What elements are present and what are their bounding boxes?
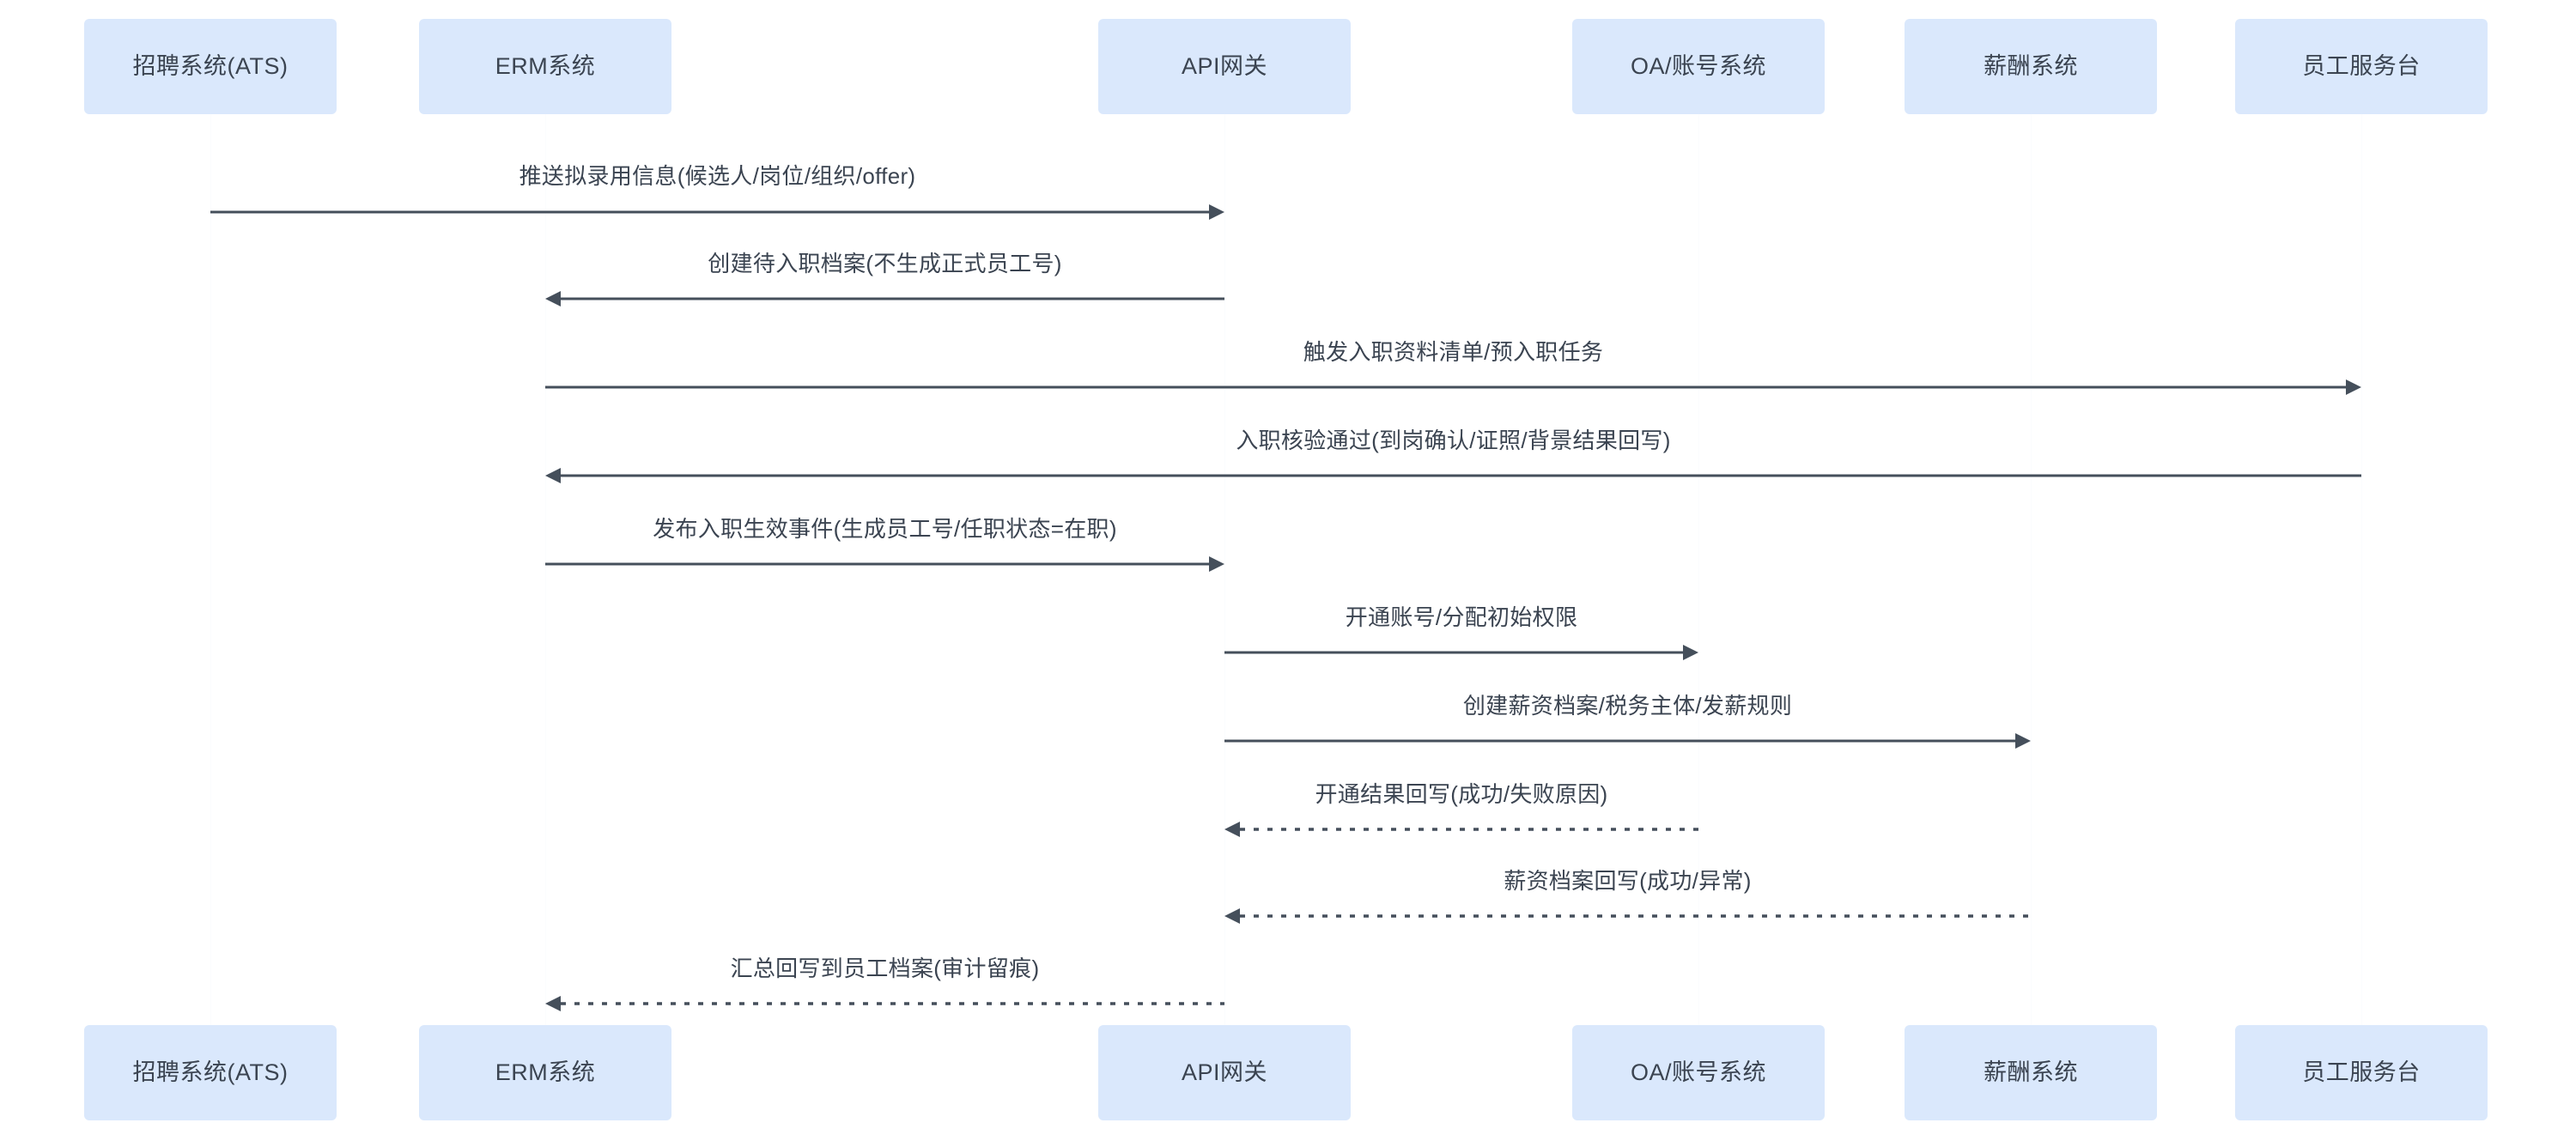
lifeline-oa [1698,114,1699,1025]
lifeline-gateway [1224,114,1225,1025]
actor-label: 员工服务台 [2302,53,2421,80]
actor-header-payroll[interactable]: 薪酬系统 [1905,19,2157,114]
message-arrow-7 [1224,731,2031,751]
actor-footer-desk[interactable]: 员工服务台 [2235,1025,2488,1120]
message-arrow-2 [545,288,1224,309]
message-label-2: 创建待入职档案(不生成正式员工号) [708,251,1062,276]
message-arrow-6 [1224,642,1698,663]
message-label-9: 薪资档案回写(成功/异常) [1504,868,1752,894]
actor-label: OA/账号系统 [1630,1059,1766,1086]
message-label-8: 开通结果回写(成功/失败原因) [1315,781,1608,807]
lifeline-desk [2361,114,2362,1025]
actor-header-erm[interactable]: ERM系统 [419,19,671,114]
actor-label: ERM系统 [495,1059,596,1086]
actor-header-oa[interactable]: OA/账号系统 [1572,19,1825,114]
actor-header-gateway[interactable]: API网关 [1098,19,1351,114]
actor-footer-payroll[interactable]: 薪酬系统 [1905,1025,2157,1120]
message-arrow-10 [545,993,1224,1014]
message-arrow-3 [545,377,2361,398]
actor-footer-ats[interactable]: 招聘系统(ATS) [84,1025,337,1120]
message-arrow-5 [545,554,1224,574]
actor-label: API网关 [1181,1059,1268,1086]
message-arrow-4 [545,465,2361,486]
actor-label: ERM系统 [495,53,596,80]
actor-label: 招聘系统(ATS) [132,1059,289,1086]
message-arrow-8 [1224,819,1698,840]
actor-footer-gateway[interactable]: API网关 [1098,1025,1351,1120]
message-label-7: 创建薪资档案/税务主体/发薪规则 [1462,693,1793,719]
lifeline-payroll [2031,114,2032,1025]
actor-label: API网关 [1181,53,1268,80]
actor-label: 招聘系统(ATS) [132,53,289,80]
message-label-5: 发布入职生效事件(生成员工号/任职状态=在职) [653,516,1117,542]
actor-footer-oa[interactable]: OA/账号系统 [1572,1025,1825,1120]
message-arrow-9 [1224,906,2031,926]
actor-label: 薪酬系统 [1984,53,2078,80]
message-label-3: 触发入职资料清单/预入职任务 [1303,339,1604,365]
message-arrow-1 [210,202,1224,222]
actor-label: 员工服务台 [2302,1059,2421,1086]
actor-label: 薪酬系统 [1984,1059,2078,1086]
lifeline-erm [545,114,546,1025]
message-label-1: 推送拟录用信息(候选人/岗位/组织/offer) [519,163,916,189]
lifeline-ats [210,114,211,1025]
actor-header-ats[interactable]: 招聘系统(ATS) [84,19,337,114]
message-label-4: 入职核验通过(到岗确认/证照/背景结果回写) [1236,428,1671,453]
actor-label: OA/账号系统 [1630,53,1766,80]
actor-footer-erm[interactable]: ERM系统 [419,1025,671,1120]
actor-header-desk[interactable]: 员工服务台 [2235,19,2488,114]
message-label-6: 开通账号/分配初始权限 [1345,604,1578,630]
message-label-10: 汇总回写到员工档案(审计留痕) [730,956,1040,981]
